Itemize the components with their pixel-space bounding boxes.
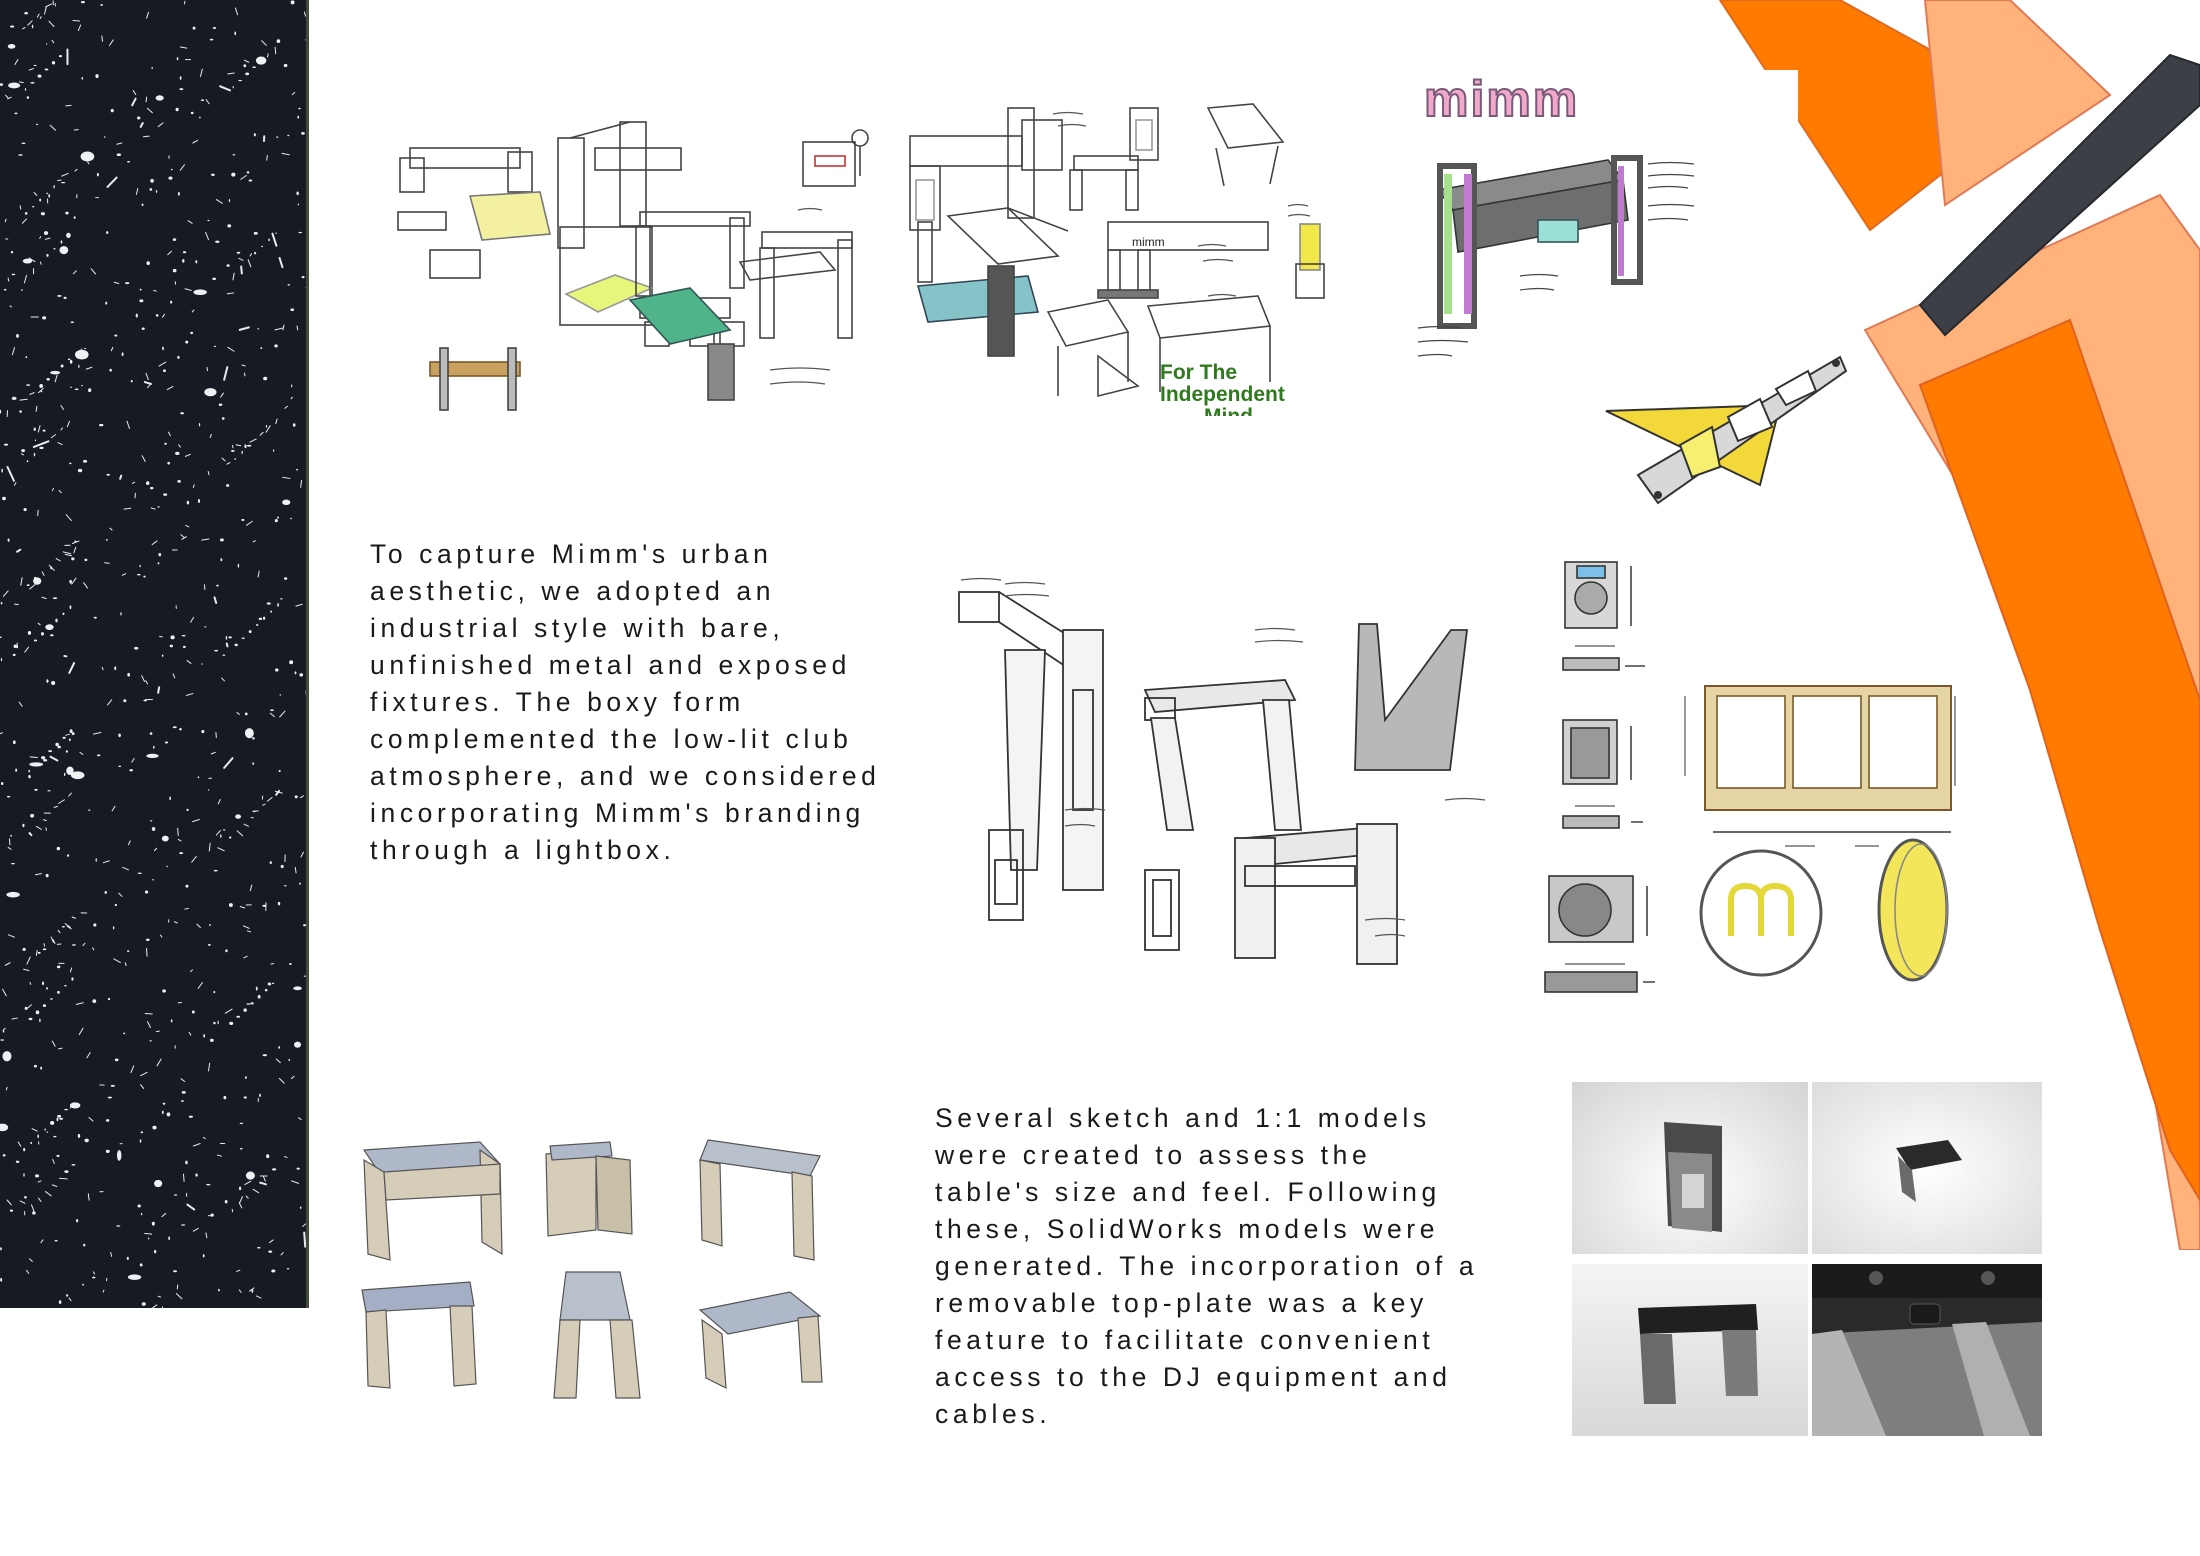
paragraph-two-line: these, SolidWorks models were bbox=[935, 1214, 1440, 1244]
paragraph-two-line: feature to facilitate convenient bbox=[935, 1325, 1435, 1355]
paragraph-two-line: Several sketch and 1:1 models bbox=[935, 1103, 1431, 1133]
paragraph-one-line: atmosphere, and we considered bbox=[370, 761, 881, 791]
sketch-dimension-drawings bbox=[1535, 556, 1975, 1006]
paragraph-two-line: generated. The incorporation of a bbox=[935, 1251, 1479, 1281]
sketch-lightbox-plate bbox=[1600, 345, 1850, 515]
svg-text:mimm: mimm bbox=[1132, 235, 1165, 249]
paragraph-one-line: aesthetic, we adopted an bbox=[370, 576, 776, 606]
paragraph-one-line: industrial style with bare, bbox=[370, 613, 785, 643]
paragraph-one-line: incorporating Mimm's branding bbox=[370, 798, 865, 828]
sketch-sheet-form-studies bbox=[945, 570, 1505, 980]
speckle-edge-line bbox=[306, 0, 309, 1308]
render-photo-3 bbox=[1572, 1264, 1808, 1436]
sketch-sheet-mimm-concept: mimm bbox=[1398, 70, 1798, 390]
render-photo-4 bbox=[1812, 1264, 2042, 1436]
paragraph-one-line: complemented the low-lit club bbox=[370, 724, 853, 754]
render-photo-1 bbox=[1572, 1082, 1808, 1254]
paragraph-two-line: access to the DJ equipment and bbox=[935, 1362, 1452, 1392]
paragraph-two-line: table's size and feel. Following bbox=[935, 1177, 1441, 1207]
speckle-texture-panel bbox=[0, 0, 308, 1308]
mimm-logo-sketch: mimm bbox=[1423, 70, 1580, 128]
sketch-sheet-concepts-a bbox=[390, 112, 880, 412]
paragraph-two-line: were created to assess the bbox=[935, 1140, 1372, 1170]
paragraph-one-line: fixtures. The boxy form bbox=[370, 687, 745, 717]
decorative-orange-shapes bbox=[1718, 0, 2200, 1250]
sketch-tagline: For The Independent Mind. bbox=[1160, 361, 1338, 417]
cad-model-renders bbox=[350, 1120, 850, 1410]
paragraph-urban-aesthetic: To capture Mimm's urban aesthetic, we ad… bbox=[370, 536, 881, 869]
render-photo-2 bbox=[1812, 1082, 2042, 1254]
paragraph-one-line: through a lightbox. bbox=[370, 835, 676, 865]
paragraph-two-line: cables. bbox=[935, 1399, 1052, 1429]
sketch-sheet-concepts-b: mimm For The Independent Mind. bbox=[898, 96, 1338, 416]
speckle-pattern bbox=[0, 0, 308, 1308]
paragraph-one-line: To capture Mimm's urban bbox=[370, 539, 773, 569]
tagline-line-2: Mind. bbox=[1160, 406, 1338, 417]
paragraph-models-development: Several sketch and 1:1 models were creat… bbox=[935, 1100, 1478, 1433]
tagline-line-1: For The Independent bbox=[1160, 361, 1285, 406]
paragraph-two-line: removable top-plate was a key bbox=[935, 1288, 1428, 1318]
paragraph-one-line: unfinished metal and exposed bbox=[370, 650, 851, 680]
